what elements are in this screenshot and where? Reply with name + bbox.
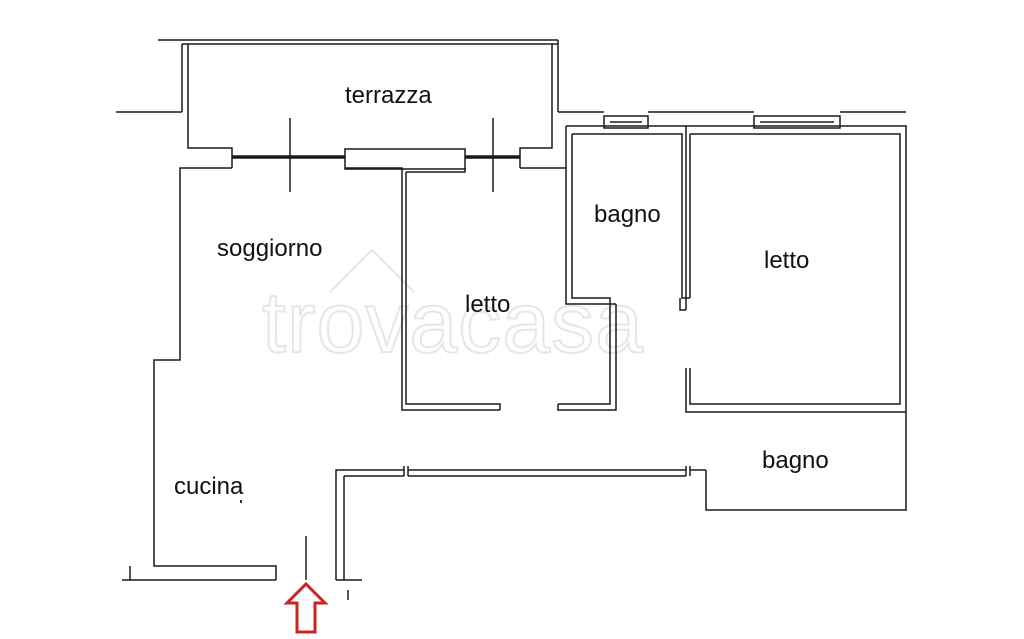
lower-bathroom-walls <box>705 412 907 511</box>
entrance-arrow-icon <box>283 581 329 634</box>
room-label-terrazza: terrazza <box>345 82 432 109</box>
room-label-bagno-top: bagno <box>594 201 661 228</box>
central-bedroom-walls <box>345 167 617 411</box>
right-bedroom-walls <box>679 125 907 413</box>
terrace-sliding-door-right <box>465 118 520 192</box>
watermark: trovacasa <box>262 275 644 371</box>
room-label-cucina: cucina <box>174 473 244 500</box>
room-label-letto-right: letto <box>764 247 809 274</box>
terrace-pillar <box>344 148 466 170</box>
room-label-bagno-bottom: bagno <box>762 447 829 474</box>
terrace-walls <box>116 39 906 168</box>
kitchen-mark <box>240 500 242 503</box>
watermark-roof-icon <box>329 248 415 293</box>
room-label-soggiorno: soggiorno <box>217 235 322 262</box>
terrace-sliding-door-left <box>232 118 345 192</box>
room-label-letto-center: letto <box>465 291 510 318</box>
window-bagno <box>603 115 649 129</box>
living-kitchen-walls <box>122 167 706 600</box>
window-letto <box>753 115 841 129</box>
